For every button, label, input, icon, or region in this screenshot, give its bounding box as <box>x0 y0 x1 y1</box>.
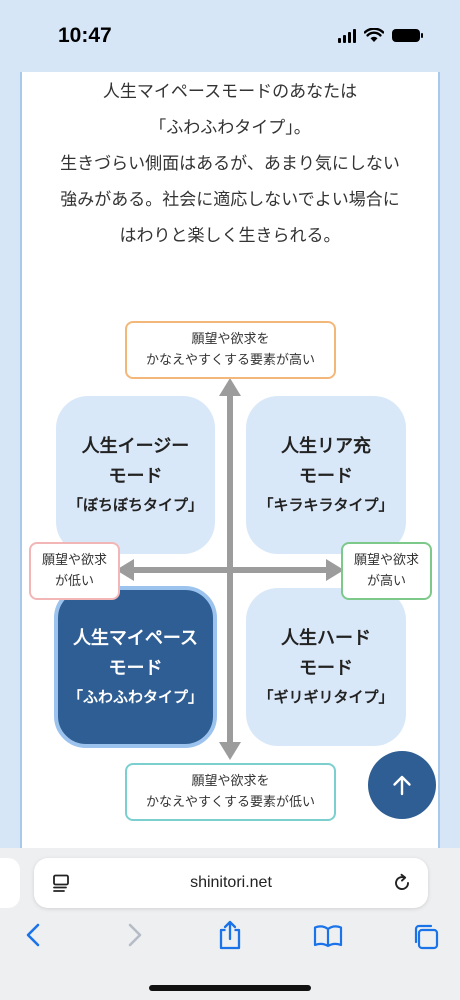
axis-label-left: 願望や欲求 が低い <box>29 542 120 600</box>
quadrant-type: 「キラキラタイプ」 <box>258 496 394 514</box>
previous-tab-peek[interactable] <box>0 858 20 908</box>
url-text[interactable]: shinitori.net <box>190 874 272 891</box>
bookmarks-icon[interactable] <box>313 924 343 948</box>
quadrant-mypace-mode-highlighted: 人生マイペース モード 「ふわふわタイプ」 <box>54 586 217 748</box>
address-bar[interactable]: shinitori.net <box>34 858 428 908</box>
status-icons <box>338 28 423 43</box>
quadrant-name: 人生リア充 <box>281 436 371 457</box>
share-icon[interactable] <box>217 920 243 950</box>
axis-label-line: 願望や欲求 <box>353 553 419 568</box>
scroll-to-top-button[interactable] <box>368 751 436 819</box>
quadrant-name: モード <box>108 658 163 679</box>
cellular-signal-icon <box>338 28 356 43</box>
article-intro: 人生マイペースモードのあなたは 「ふわふわタイプ」。 生きづらい側面はあるが、あ… <box>22 72 438 254</box>
axis-label-line: かなえやすくする要素が高い <box>145 353 315 368</box>
axis-label-line: 願望や欲求を <box>191 774 270 789</box>
axis-label-right: 願望や欲求 が高い <box>341 542 432 600</box>
quadrant-name: 人生イージー <box>81 436 190 457</box>
quadrant-type: 「ギリギリタイプ」 <box>258 688 394 706</box>
quadrant-name: モード <box>299 466 353 487</box>
intro-line: 人生マイペースモードのあなたは <box>102 82 358 102</box>
quadrant-type: 「ぼちぼちタイプ」 <box>67 496 203 514</box>
page-menu-icon[interactable] <box>52 874 72 892</box>
home-indicator[interactable] <box>149 985 311 991</box>
intro-line: 生きづらい側面はあるが、あまり気にしない <box>60 154 400 174</box>
wifi-icon <box>364 28 384 42</box>
arrow-up-icon <box>219 378 241 396</box>
quadrant-riajuu-mode: 人生リア充 モード 「キラキラタイプ」 <box>246 396 406 554</box>
axis-label-line: 願望や欲求を <box>191 332 270 347</box>
arrow-down-icon <box>219 742 241 760</box>
quadrant-name: モード <box>299 658 353 679</box>
quadrant-name: 人生マイペース <box>72 628 199 649</box>
quadrant-name: モード <box>108 466 163 487</box>
arrow-right-icon <box>326 559 344 581</box>
axis-label-top: 願望や欲求を かなえやすくする要素が高い <box>125 321 336 379</box>
quadrant-name: 人生ハード <box>281 628 371 649</box>
arrow-left-icon <box>116 559 134 581</box>
status-time: 10:47 <box>58 24 112 47</box>
reload-icon[interactable] <box>392 873 412 893</box>
intro-line: 「ふわふわタイプ」。 <box>149 118 311 138</box>
axis-label-line: が低い <box>54 574 94 589</box>
quadrant-easy-mode: 人生イージー モード 「ぼちぼちタイプ」 <box>56 396 215 554</box>
quadrant-hard-mode: 人生ハード モード 「ギリギリタイプ」 <box>246 588 406 746</box>
arrow-up-icon <box>393 775 411 796</box>
intro-line: はわりと楽しく生きられる。 <box>119 226 341 246</box>
axis-label-line: かなえやすくする要素が低い <box>145 795 315 810</box>
tabs-icon[interactable] <box>412 923 440 951</box>
axis-label-line: が高い <box>366 574 406 589</box>
horizontal-axis <box>128 567 332 573</box>
axis-label-line: 願望や欲求 <box>41 553 107 568</box>
battery-icon <box>392 29 423 42</box>
status-bar: 10:47 <box>0 0 460 72</box>
forward-icon[interactable] <box>124 922 144 948</box>
intro-line: 強みがある。社会に適応しないでよい場合に <box>60 190 400 210</box>
back-icon[interactable] <box>24 922 44 948</box>
browser-toolbar: shinitori.net <box>0 848 460 1000</box>
quadrant-type: 「ふわふわタイプ」 <box>67 688 203 706</box>
axis-label-bottom: 願望や欲求を かなえやすくする要素が低い <box>125 763 336 821</box>
